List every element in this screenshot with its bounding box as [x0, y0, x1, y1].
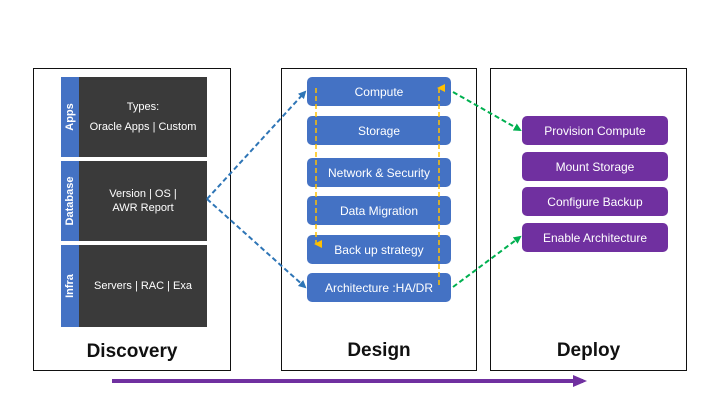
database-line-2: AWR Report	[112, 202, 174, 214]
discovery-title: Discovery	[86, 341, 178, 362]
design-step-architecture: Architecture :HA/DR	[307, 273, 451, 302]
connector-architecture-to-enable	[452, 235, 522, 288]
deploy-step-provision-compute: Provision Compute	[522, 116, 668, 145]
infra-line-1: Servers | RAC | Exa	[93, 280, 193, 292]
design-step-network-security: Network & Security	[307, 158, 451, 187]
connector-discovery-to-compute	[206, 90, 307, 200]
design-step-data-migration: Data Migration	[307, 196, 451, 225]
discovery-tab-database: Database	[61, 161, 79, 241]
discovery-tab-apps: Apps	[61, 77, 79, 157]
apps-line-2: Oracle Apps | Custom	[89, 121, 197, 133]
discovery-row-infra: Infra Servers | RAC | Exa	[61, 245, 207, 327]
deploy-step-enable-architecture: Enable Architecture	[522, 223, 668, 252]
discovery-tab-infra: Infra	[61, 245, 79, 327]
database-line-1: Version | OS |	[109, 188, 177, 200]
design-step-compute: Compute	[307, 77, 451, 106]
design-title: Design	[347, 340, 411, 361]
connector-discovery-to-architecture	[206, 198, 307, 289]
discovery-row-apps: Apps Types: Oracle Apps | Custom	[61, 77, 207, 157]
design-step-backup-strategy: Back up strategy	[307, 235, 451, 264]
deploy-title: Deploy	[556, 340, 621, 361]
discovery-panel: Apps Types: Oracle Apps | Custom Databas…	[33, 68, 231, 371]
discovery-row-database: Database Version | OS | AWR Report	[61, 161, 207, 241]
connector-compute-to-provision	[452, 91, 522, 131]
deploy-step-configure-backup: Configure Backup	[522, 187, 668, 216]
deploy-step-mount-storage: Mount Storage	[522, 152, 668, 181]
design-step-storage: Storage	[307, 116, 451, 145]
apps-line-1: Types:	[126, 101, 160, 113]
